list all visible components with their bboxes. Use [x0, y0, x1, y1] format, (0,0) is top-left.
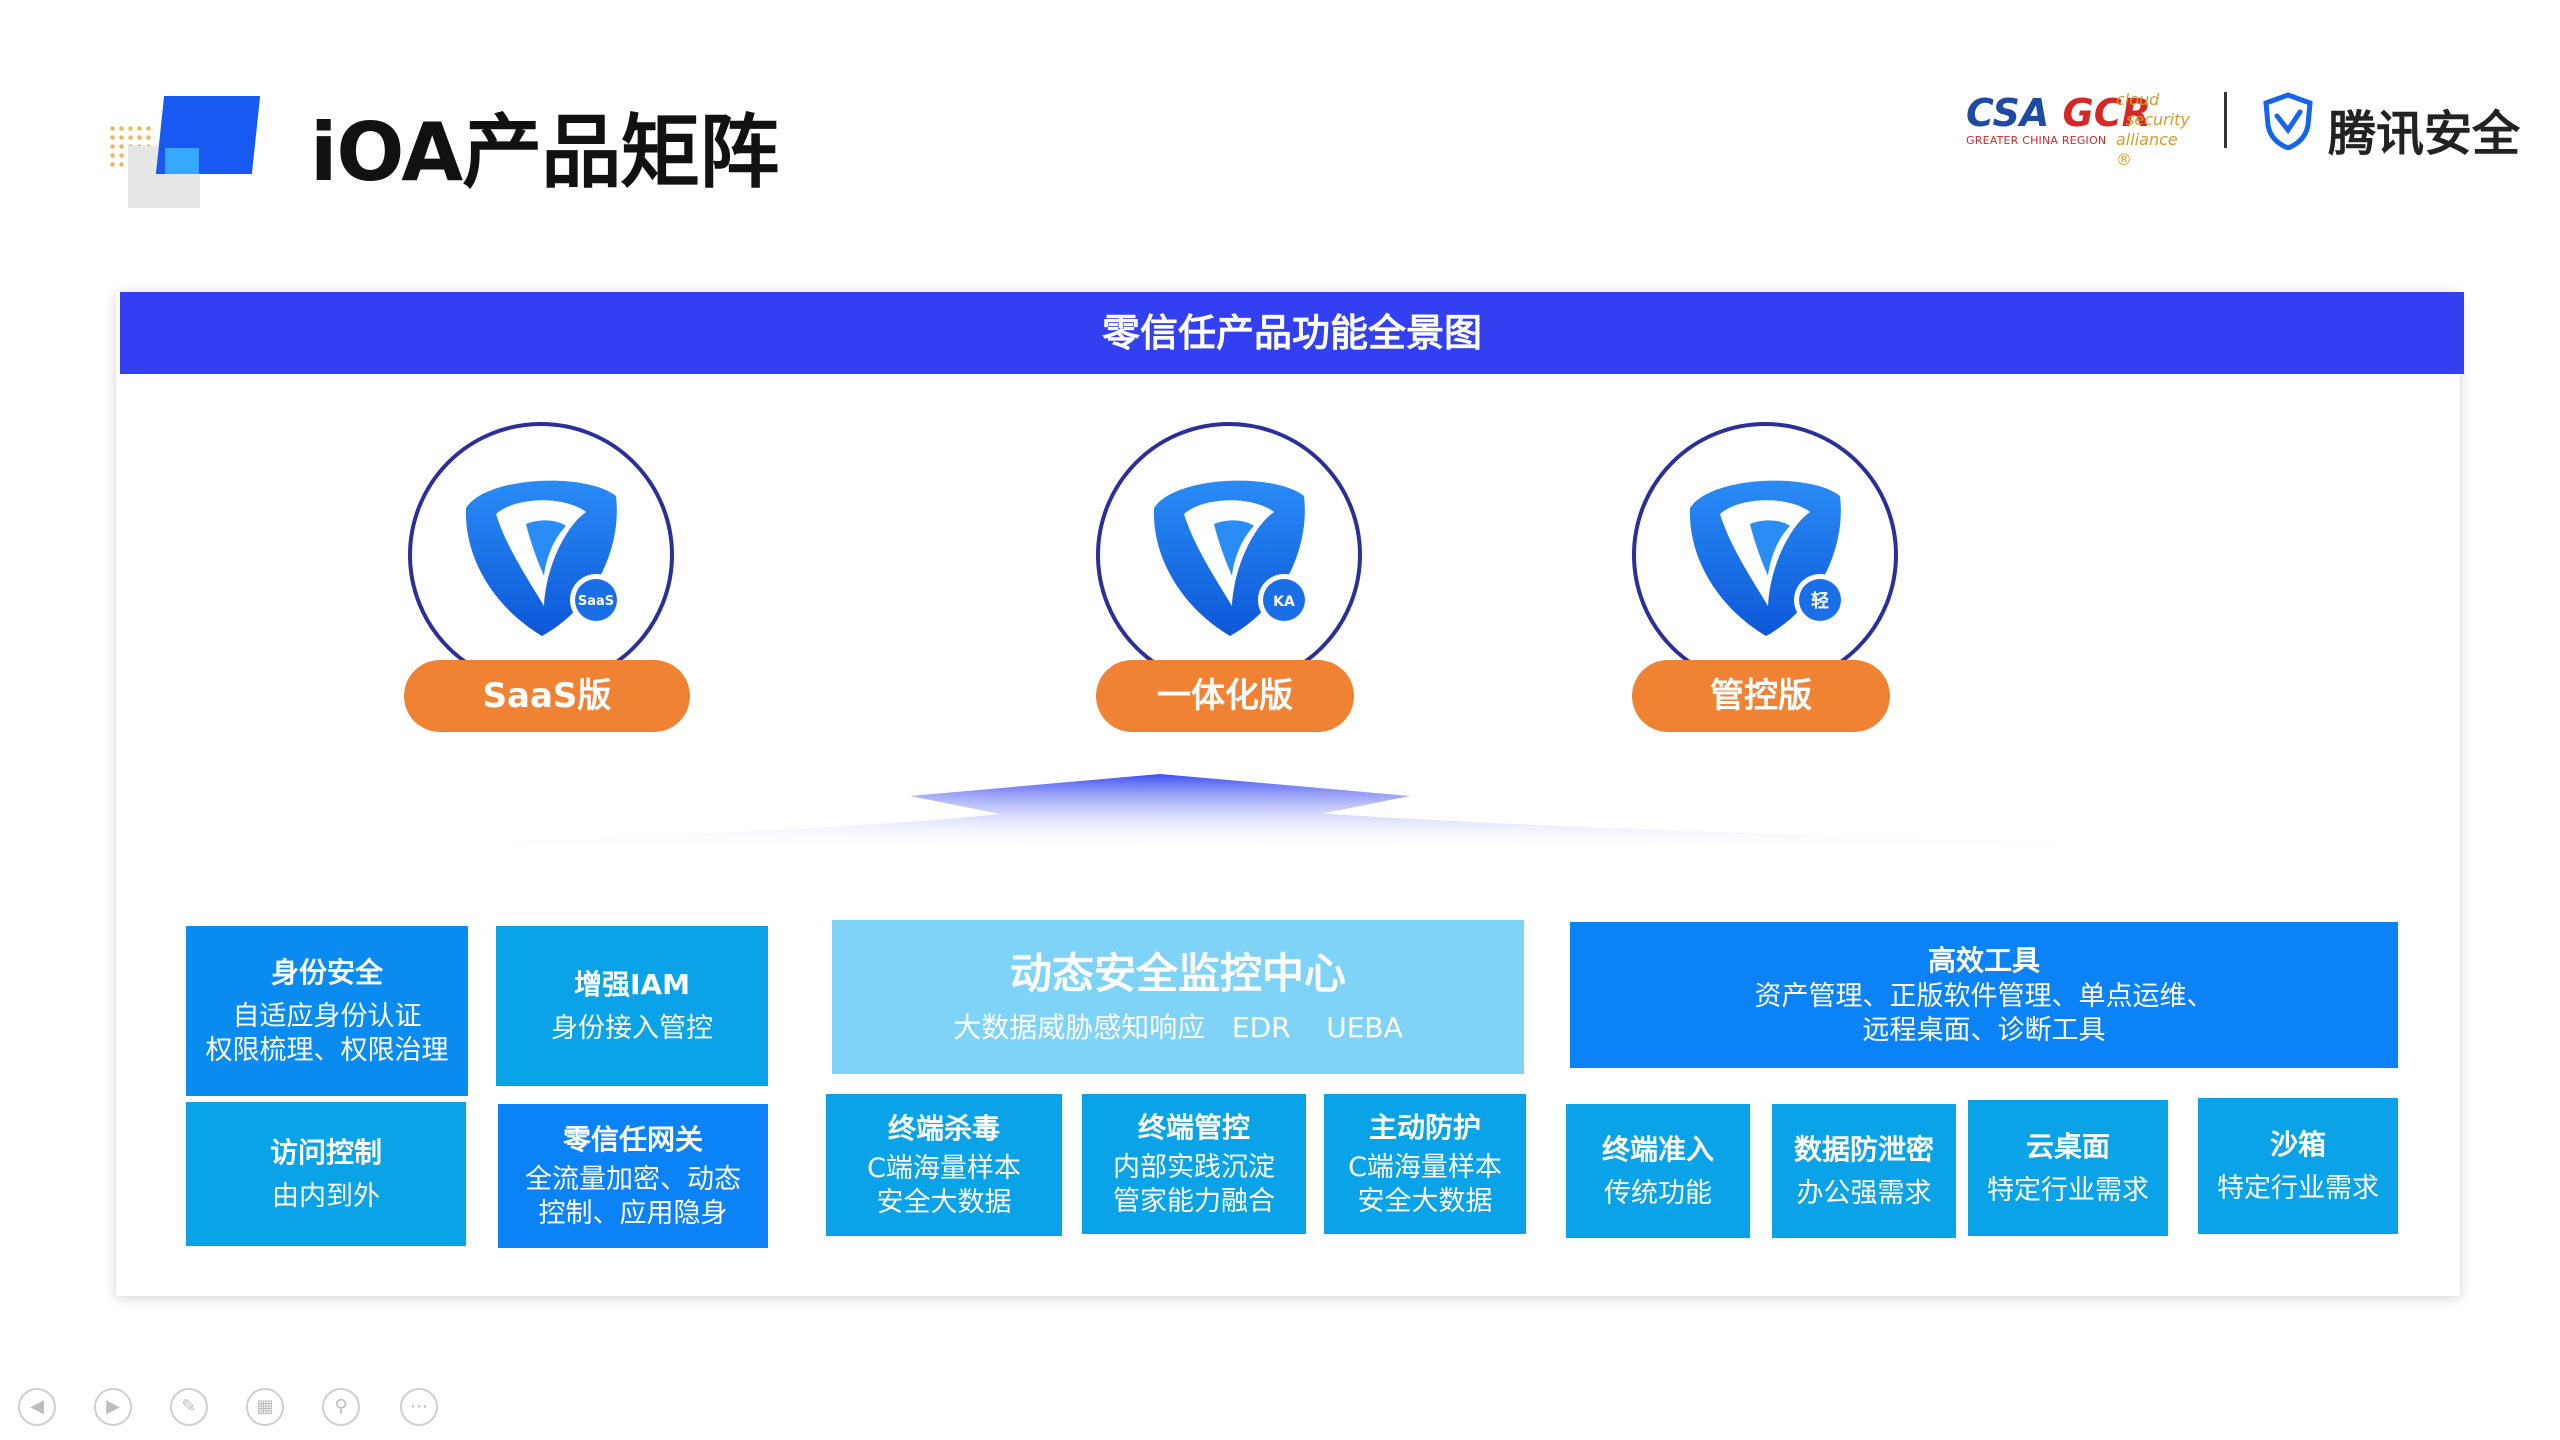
module-desc: 全流量加密、动态控制、应用隐身 [525, 1163, 741, 1231]
module-efficient-tools: 高效工具 资产管理、正版软件管理、单点运维、远程桌面、诊断工具 [1570, 922, 2398, 1068]
module-title: 云桌面 [2025, 1130, 2110, 1163]
more-icon[interactable]: ⋯ [400, 1388, 438, 1426]
edition-badge-text: SaaS [578, 594, 614, 609]
module-desc-line: 控制、应用隐身 [538, 1198, 728, 1229]
module-desc: 办公强需求 [1796, 1178, 1932, 1209]
module-desc: 内部实践沉淀管家能力融合 [1113, 1151, 1275, 1219]
module-cloud-desktop: 云桌面 特定行业需求 [1968, 1100, 2168, 1236]
module-desc-line: 远程桌面、诊断工具 [1862, 1015, 2106, 1046]
module-desc: 大数据威胁感知响应 EDR UEBA [953, 1011, 1403, 1044]
edition-label-saas: SaaS版 [404, 660, 690, 732]
edition-label-integrated: 一体化版 [1096, 660, 1354, 732]
panorama-banner: 零信任产品功能全景图 [120, 292, 2464, 374]
module-desc: 身份接入管控 [551, 1013, 713, 1044]
module-desc-line: 安全大数据 [876, 1187, 1012, 1218]
tencent-shield-icon [2263, 92, 2313, 150]
module-zero-trust-gateway: 零信任网关 全流量加密、动态控制、应用隐身 [498, 1104, 768, 1248]
ioa-shield-icon: 轻 [1689, 480, 1846, 636]
csa-side-line: security [2126, 110, 2190, 129]
module-desc-line: C端海量样本 [867, 1153, 1021, 1184]
csa-gcr-logo: CSA GCR GREATER CHINA REGION cloud secur… [1966, 90, 2196, 169]
tencent-security-name: 腾讯安全 [2328, 106, 2521, 162]
logo-divider [2224, 92, 2227, 148]
module-data-leak-prevention: 数据防泄密 办公强需求 [1772, 1104, 1956, 1238]
pen-icon[interactable]: ✎ [170, 1388, 208, 1426]
csa-logo-region: GREATER CHINA REGION [1966, 134, 2107, 147]
csa-logo-part1: CSA [1966, 91, 2050, 135]
module-endpoint-antivirus: 终端杀毒 C端海量样本安全大数据 [826, 1094, 1062, 1236]
csa-logo-side: cloud security alliance ® [2112, 90, 2196, 170]
module-desc-line: 权限梳理、权限治理 [205, 1035, 449, 1066]
module-desc: 自适应身份认证权限梳理、权限治理 [206, 1000, 449, 1068]
module-desc: 传统功能 [1604, 1178, 1712, 1209]
edition-control: 轻 管控版 [1632, 422, 1902, 732]
ioa-shield-icon: KA [1153, 480, 1310, 636]
module-title: 数据防泄密 [1793, 1133, 1934, 1166]
module-title: 沙箱 [2269, 1128, 2326, 1161]
module-sandbox: 沙箱 特定行业需求 [2198, 1098, 2398, 1234]
module-identity-security: 身份安全 自适应身份认证权限梳理、权限治理 [186, 926, 468, 1096]
module-dynamic-monitor-center: 动态安全监控中心 大数据威胁感知响应 EDR UEBA [832, 920, 1524, 1074]
edition-badge-text: 轻 [1811, 590, 1829, 612]
module-desc-line: 资产管理、正版软件管理、单点运维、 [1754, 981, 2214, 1012]
edition-integrated: KA 一体化版 [1096, 422, 1366, 732]
module-desc-line: 内部实践沉淀 [1113, 1152, 1275, 1183]
edition-label-control: 管控版 [1632, 660, 1890, 732]
module-desc: 由内到外 [272, 1181, 380, 1212]
module-title: 零信任网关 [562, 1123, 703, 1156]
module-title: 访问控制 [269, 1136, 382, 1169]
cyan-block-decoration [165, 148, 199, 174]
module-title: 终端杀毒 [887, 1112, 1000, 1145]
edition-badge-text: KA [1273, 594, 1295, 610]
module-active-defense: 主动防护 C端海量样本安全大数据 [1324, 1094, 1526, 1234]
module-desc-line: 安全大数据 [1357, 1186, 1493, 1217]
module-title: 身份安全 [270, 956, 383, 989]
slides-icon[interactable]: ▦ [246, 1388, 284, 1426]
edition-saas: SaaS SaaS版 [404, 422, 690, 732]
ioa-shield-icon: SaaS [465, 480, 622, 636]
module-endpoint-control: 终端管控 内部实践沉淀管家能力融合 [1082, 1094, 1306, 1234]
module-title: 动态安全监控中心 [1009, 949, 1346, 998]
module-desc: 特定行业需求 [2217, 1173, 2379, 1204]
module-endpoint-admission: 终端准入 传统功能 [1566, 1104, 1750, 1238]
module-desc: C端海量样本安全大数据 [1348, 1151, 1502, 1219]
module-enhanced-iam: 增强IAM 身份接入管控 [496, 926, 768, 1086]
page-title: iOA产品矩阵 [310, 106, 779, 199]
upward-arrow-beam [260, 760, 2350, 860]
module-desc-line: 全流量加密、动态 [525, 1164, 741, 1195]
module-desc: 资产管理、正版软件管理、单点运维、远程桌面、诊断工具 [1755, 980, 2214, 1048]
zoom-icon[interactable]: ⚲ [322, 1388, 360, 1426]
csa-logo-part2: GCR [2062, 91, 2151, 135]
module-desc: C端海量样本安全大数据 [867, 1152, 1021, 1220]
prev-icon[interactable]: ◀ [18, 1388, 56, 1426]
csa-side-line: alliance ® [2116, 130, 2178, 169]
module-title: 终端管控 [1137, 1111, 1250, 1144]
module-desc-line: 管家能力融合 [1113, 1186, 1275, 1217]
module-title: 高效工具 [1927, 944, 2040, 977]
module-desc-line: 自适应身份认证 [232, 1001, 422, 1032]
module-desc-line: C端海量样本 [1348, 1152, 1502, 1183]
module-access-control: 访问控制 由内到外 [186, 1102, 466, 1246]
next-icon[interactable]: ▶ [94, 1388, 132, 1426]
module-title: 主动防护 [1368, 1111, 1481, 1144]
module-title: 终端准入 [1601, 1133, 1714, 1166]
module-title: 增强IAM [574, 968, 690, 1001]
csa-side-line: cloud [2116, 90, 2160, 109]
module-desc: 特定行业需求 [1987, 1175, 2149, 1206]
